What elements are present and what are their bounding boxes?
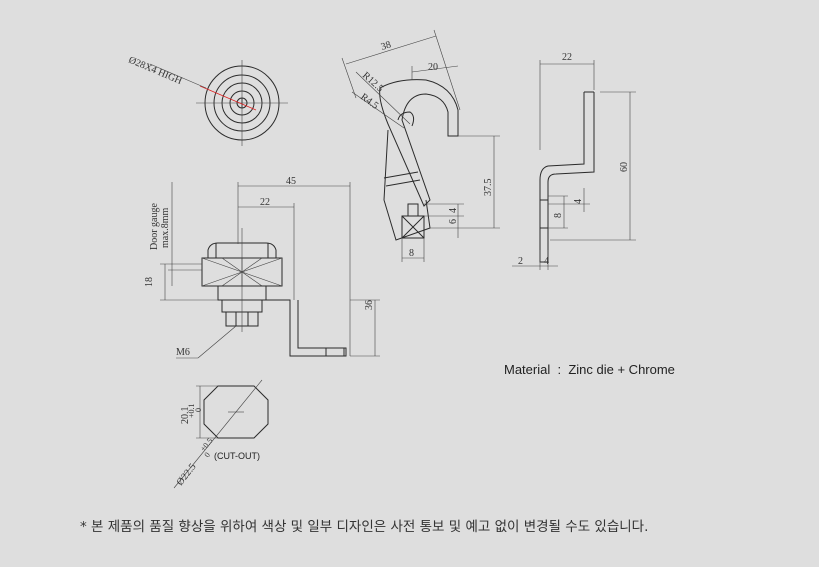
cam-dim-six: 6 — [448, 219, 459, 224]
side-dim-total: 45 — [286, 176, 296, 187]
profile-dim-eight: 8 — [553, 213, 564, 218]
side-dim-flange: 18 — [144, 277, 155, 287]
cam-dim-width: 20 — [428, 62, 438, 73]
side-view: 45 22 36 18 Door gauge max.8mm M6 — [144, 176, 380, 359]
side-dim-body: 22 — [260, 197, 270, 208]
side-dim-height: 36 — [364, 300, 375, 310]
notice-text: * 본 제품의 품질 향상을 위하여 색상 및 일부 디자인은 사전 통보 및 … — [80, 519, 649, 535]
cutout-tol-b-upper: +0.5 — [198, 436, 214, 453]
cam-dim-length: 37.5 — [483, 179, 494, 197]
cam-view: 38 20 R12.5 R4.5 37.5 6 4 8 — [341, 29, 500, 262]
profile-view: 22 60 4 8 2 4 — [512, 52, 636, 270]
cutout-tol-b-lower: 0 — [202, 451, 212, 460]
profile-dim-four: 4 — [573, 199, 584, 204]
face-view: Ø28X4 HIGH — [127, 55, 288, 146]
cutout-view: 20.1 +0.1 0 Ø22.5 +0.5 0 (CUT-OUT) — [173, 379, 269, 489]
door-gauge-max: max.8mm — [160, 208, 171, 248]
material-value: Zinc die + Chrome — [568, 362, 675, 377]
cutout-label: (CUT-OUT) — [214, 451, 260, 461]
door-gauge-label: Door gauge — [149, 203, 160, 250]
cam-dim-overall: 38 — [380, 39, 393, 52]
cutout-tol-a-lower: 0 — [194, 408, 203, 412]
cutout-dim-a: 20.1 — [180, 407, 191, 425]
cutout-dim-b: Ø22.5 — [175, 462, 199, 488]
profile-dim-thickness: 2 — [518, 256, 523, 267]
material-label: Material — [504, 362, 551, 377]
material-separator: : — [557, 362, 562, 377]
thread-label: M6 — [176, 347, 190, 358]
material-spec: Material : Zinc die + Chrome — [504, 362, 675, 377]
profile-dim-height: 60 — [619, 162, 630, 172]
profile-dim-offset: 4 — [544, 256, 549, 267]
profile-dim-width: 22 — [562, 52, 572, 63]
cam-radius-outer: R12.5 — [360, 70, 385, 94]
cam-dim-four: 4 — [448, 208, 459, 213]
cam-dim-eight: 8 — [409, 248, 414, 259]
cutout-tol-a-upper: +0.1 — [187, 403, 196, 418]
face-label: Ø28X4 HIGH — [127, 55, 184, 87]
cam-radius-inner: R4.5 — [358, 92, 380, 112]
